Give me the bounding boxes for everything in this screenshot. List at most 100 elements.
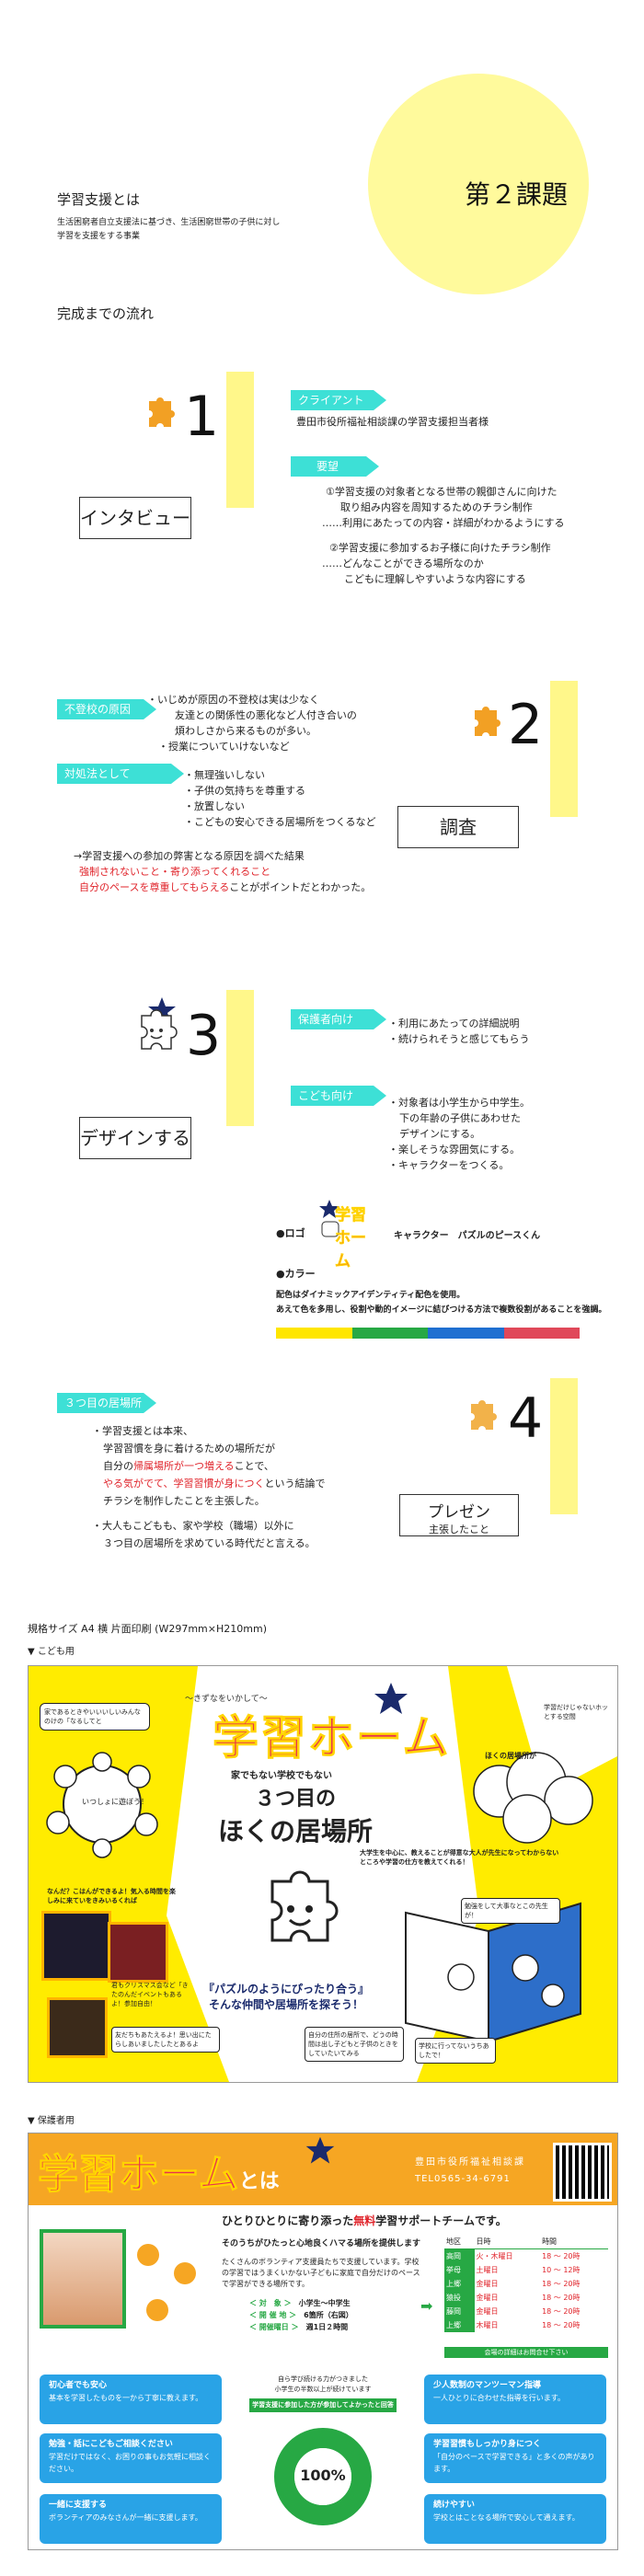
step3-box-label: デザインする <box>80 1127 190 1149</box>
info-label: ＜ 対 象 ＞ <box>249 2299 292 2307</box>
cause-line: 煩わしさから来るものが多い。 <box>175 725 316 737</box>
kids-tagline-line: そんな仲間や居場所を探そう！ <box>208 1998 363 2011</box>
photo-frame <box>41 1911 111 1981</box>
swatch-yellow <box>276 1328 352 1339</box>
kids-tagline: 『パズルのようにぴったり合う』 そんな仲間や居場所を探そう！ <box>176 1981 397 2012</box>
parent-lead: ひとりひとりに寄り添った無料学習サポートチームです。 <box>222 2213 507 2228</box>
parent-lead-a: ひとりひとりに寄り添った <box>222 2214 354 2227</box>
schedule-cell: 18 〜 20時 <box>542 2280 581 2288</box>
parent-heading: そのうちがひたっと心地良くハマる場所を提供します <box>222 2239 421 2248</box>
table-note: 会場の詳細はお問合せ下さい <box>444 2347 608 2358</box>
puzzle-icon <box>149 397 175 427</box>
color-label: ●カラー <box>276 1268 316 1280</box>
parent-line: ・利用にあたっての詳細説明 <box>388 1018 520 1029</box>
parent-title-suffix: とは <box>238 2170 280 2193</box>
feature-pill: 少人数制のマンツーマン指導一人ひとりに合わせた指導を行います。 <box>424 2375 606 2424</box>
kids-bubble: なんだ？こはんができるよ！気入る時間を楽しみに来ていをきみいるくれば <box>47 1888 176 1904</box>
donut-chart <box>274 2428 372 2525</box>
mascot-puzzle-icon <box>141 997 178 1050</box>
measure-line: ・子供の気持ちを尊重する <box>184 785 305 797</box>
arrow-icon: ➡ <box>420 2297 433 2315</box>
info-label: ＜ 開催曜日 ＞ <box>249 2323 299 2331</box>
step4-line: ことで、 <box>234 1460 274 1472</box>
step4-highlight: 帰属場所が一つ増える <box>133 1460 235 1472</box>
puzzle-icon <box>137 2244 196 2321</box>
conclusion-end: ことがポイントだとわかった。 <box>229 881 372 893</box>
cloud-children-icon <box>473 1752 593 1844</box>
kids-title: 学習ホーム <box>213 1711 451 1765</box>
request-line: ①学習支援の対象者となる世帯の親御さんに向けた <box>326 486 558 498</box>
step4-line: ・学習支援とは本来、 <box>92 1425 193 1437</box>
assignment-badge: 第２課題 <box>465 179 569 210</box>
step4-list: ・学習支援とは本来、 学習習慣を身に着けるための場所だが 自分の帰属場所が一つ増… <box>92 1422 325 1552</box>
step1-box-label: インタビュー <box>80 507 190 529</box>
kids-tagline-line: 『パズルのようにぴったり合う』 <box>202 1983 369 1995</box>
parent-list: ・利用にあたっての詳細説明 ・続けられそうと感じてもらう <box>388 1016 529 1047</box>
parent-intro: たくさんのボランティア支援員たちで支援しています。学校の学習ではうまくいかない子… <box>222 2258 420 2288</box>
child-line: ・楽しそうな雰囲気にする。 <box>388 1144 521 1156</box>
request-line: ……どんなことができる場所なのか <box>322 558 484 569</box>
step4-number: 4 <box>508 1386 544 1451</box>
step3-bar <box>226 990 254 1126</box>
photo-frame <box>108 1922 168 1983</box>
feature-pill-body: 基本を学習したものを一から丁寧に教えます。 <box>49 2394 203 2402</box>
kids-bubble: 家であるときやいいいしいみんなのけの「なるしてと <box>40 1703 150 1731</box>
schedule-cell: 上郷 <box>444 2277 475 2291</box>
swatch-red <box>503 1328 580 1339</box>
child-line: デザインにする。 <box>399 1128 481 1140</box>
kids-bubble: 学校に行ってないうちあしたで！ <box>415 2038 496 2064</box>
measure-list: ・無理強いしない ・子供の気持ちを尊重する ・放置しない ・こどもの安心できる居… <box>184 767 376 830</box>
info-value: 6箇所（右図） <box>304 2311 353 2319</box>
schedule-cell: 上郷 <box>444 2318 475 2332</box>
client-tag: クライアント <box>291 390 386 410</box>
kids-headline-line1: ３つ目の <box>254 1788 336 1811</box>
kids-right-note: 学習だけじゃないホッとする空間 <box>544 1704 608 1720</box>
schedule-cell: 火・木曜日 <box>476 2252 513 2260</box>
color-swatches <box>276 1328 580 1339</box>
step1-box: インタビュー <box>79 497 191 539</box>
step4-box: プレゼン 主張したこと <box>399 1494 519 1536</box>
step4-line: 自分の <box>103 1460 133 1472</box>
schedule-header-cell: 時間 <box>540 2235 608 2249</box>
kids-headline: ３つ目の ほくの居場所 <box>213 1782 378 1848</box>
center-note: 自ら学び続ける力がつきました <box>278 2375 368 2383</box>
schedule-header-cell: 日時 <box>474 2235 541 2249</box>
color-desc-line: 配色はダイナミックアイデンティティ配色を使用。 <box>276 1291 466 1300</box>
child-photo <box>40 2229 126 2329</box>
kids-bubble: 友だちもあたえるよ！思い出にたらしあいましたしたとあるよ <box>111 2027 220 2053</box>
feature-pill-title: 初心者でも安心 <box>49 2381 108 2390</box>
step4-highlight: やる気がでて、学習習慣が身につく <box>103 1478 265 1489</box>
schedule-cell: 挙母 <box>444 2263 475 2277</box>
step1-number: 1 <box>184 385 220 449</box>
feature-pill: 勉強・話にこどもご相談ください学習だけではなく、お困りの事もお気軽に相談ください… <box>40 2433 222 2483</box>
center-question: 学習支援に参加した方が参加してよかったと回答 <box>249 2398 397 2412</box>
conclusion-line: →学習支援への参加の弊害となる原因を調べた結果 <box>74 850 305 862</box>
step4-box-sub: 主張したこと <box>429 1524 489 1535</box>
schedule-cell: 土曜日 <box>476 2266 499 2274</box>
kids-bubble: 勉強をして大事なとこの先生が！ <box>461 1898 560 1924</box>
kids-flyer-label: ▼ こども用 <box>28 1647 75 1657</box>
step2-number: 2 <box>508 693 544 757</box>
feature-pill-body: ボランティアのみなさんが一緒に支援します。 <box>49 2513 202 2522</box>
cause-list: ・いじめが原因の不登校は実は少なく 友達との関係性の悪化など人付き合いの 煩わし… <box>147 692 357 754</box>
request-line: 取り組み内容を周知するためのチラシ制作 <box>340 501 533 513</box>
parent-flyer-label: ▼ 保護者用 <box>28 2116 75 2126</box>
book-illustration-icon <box>405 1902 581 2043</box>
header-circle <box>368 74 589 294</box>
feature-pill: 一緒に支援するボランティアのみなさんが一緒に支援します。 <box>40 2494 222 2544</box>
photo-frame <box>47 1997 108 2058</box>
cause-line: 友達との関係性の悪化など人付き合いの <box>175 709 357 721</box>
parent-org: 豊田市役所福祉相談課 <box>415 2157 525 2168</box>
step2-bar <box>550 681 578 817</box>
header-desc-line: 学習を支援をする事業 <box>57 232 141 241</box>
conclusion-highlight: 自分のペースを尊重してもらえる <box>79 881 230 893</box>
center-note: 小学生の半数以上が続けています <box>274 2386 372 2393</box>
child-line: ・対象者は小学生から中学生。 <box>388 1097 530 1109</box>
step3-box: デザインする <box>79 1117 191 1159</box>
feature-pill-body: 学校とはことなる場所で安心して通えます。 <box>433 2513 580 2522</box>
request-line: こどもに理解しやすいような内容にする <box>344 573 526 585</box>
puzzle-icon <box>475 707 500 736</box>
children-illustration-icon <box>46 1752 158 1858</box>
